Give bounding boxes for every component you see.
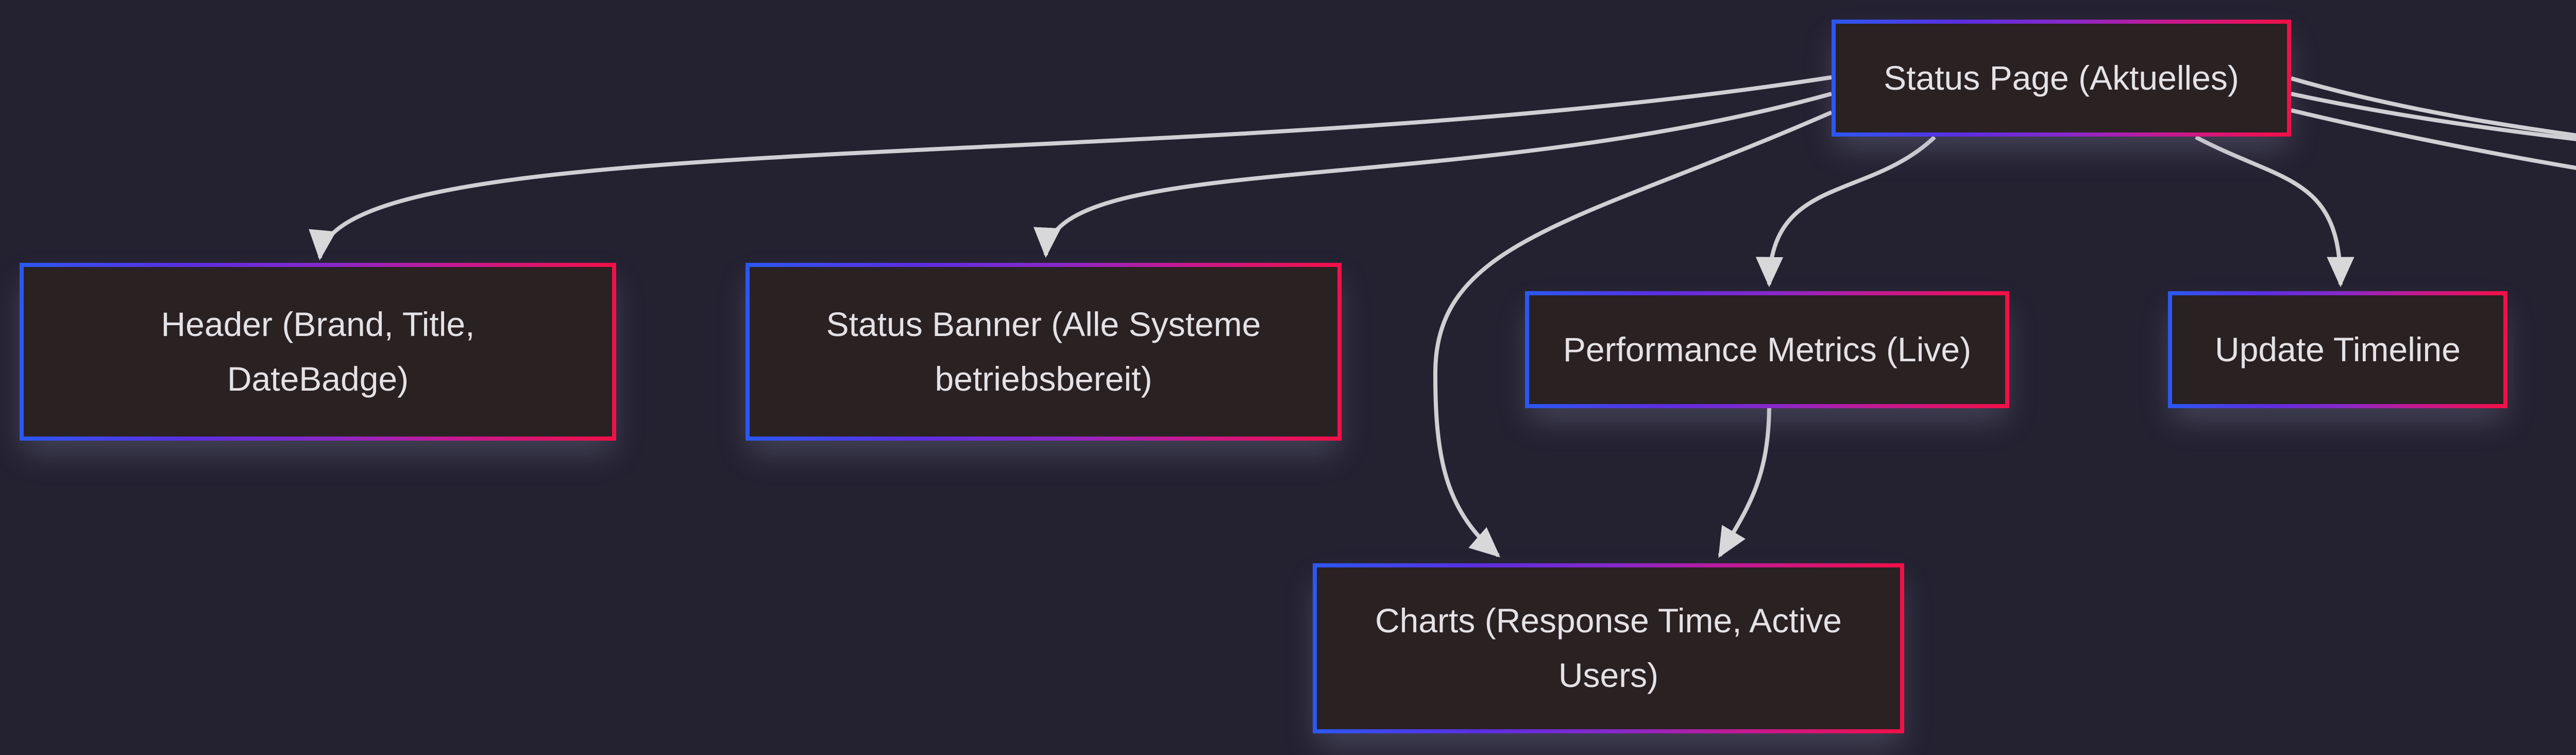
node-performance-metrics-label: Performance Metrics (Live) bbox=[1563, 330, 1972, 368]
node-header: Header (Brand, Title, DateBadge) bbox=[20, 263, 616, 441]
node-status-page: Status Page (Aktuelles) bbox=[1832, 20, 2291, 137]
node-performance-metrics: Performance Metrics (Live) bbox=[1525, 291, 2009, 408]
edge-root-header bbox=[309, 75, 1832, 261]
edge-perf-charts bbox=[1718, 408, 1771, 558]
node-status-banner: Status Banner (Alle Systeme betriebsbere… bbox=[745, 263, 1342, 441]
node-header-label: Header (Brand, Title, DateBadge) bbox=[161, 305, 475, 398]
edge-root-update bbox=[2195, 135, 2354, 288]
edge-root-grid bbox=[2291, 92, 2576, 141]
node-status-banner-label: Status Banner (Alle Systeme betriebsbere… bbox=[826, 305, 1261, 398]
edge-root-banner bbox=[1033, 92, 1833, 258]
node-charts: Charts (Response Time, Active Users) bbox=[1313, 563, 1904, 733]
edge-root-perf bbox=[1755, 136, 1936, 288]
node-update-timeline: Update Timeline bbox=[2168, 291, 2507, 408]
node-charts-label: Charts (Response Time, Active Users) bbox=[1375, 601, 1842, 694]
node-update-timeline-label: Update Timeline bbox=[2215, 330, 2461, 368]
edge-root-charts bbox=[1433, 110, 1833, 558]
node-status-page-label: Status Page (Aktuelles) bbox=[1884, 58, 2239, 97]
edge-root-info bbox=[2290, 76, 2576, 138]
